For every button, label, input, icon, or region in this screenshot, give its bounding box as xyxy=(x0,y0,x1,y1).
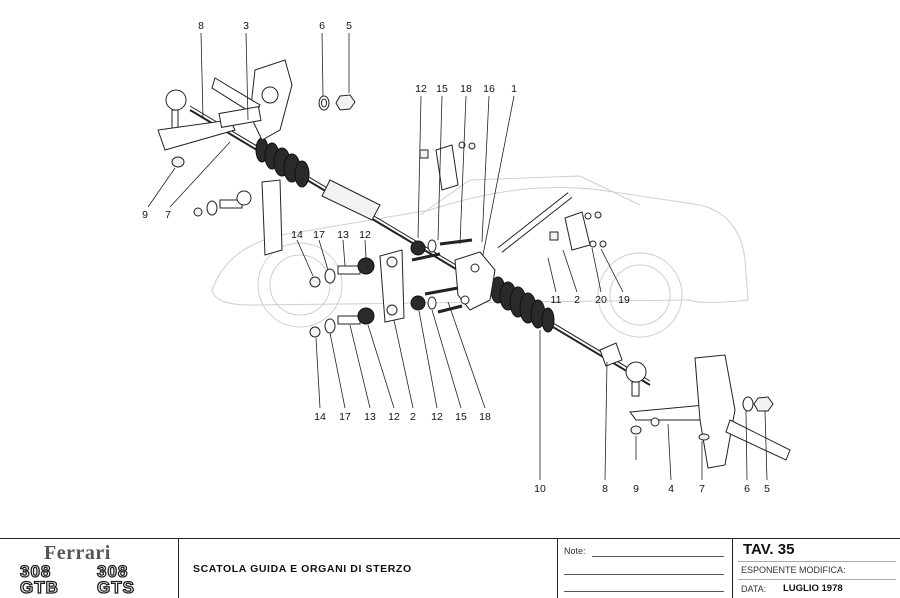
logo-cell: Ferrari 308 308 GTB GTS xyxy=(0,539,179,598)
steering-rack-assembly xyxy=(189,105,651,386)
notes-line xyxy=(564,574,724,575)
callouts-left-mid: 9 7 xyxy=(142,209,171,221)
exploded-parts-diagram: 8 3 6 5 12 15 18 16 1 9 7 14 17 13 12 11… xyxy=(142,20,791,495)
right-steering-knuckle xyxy=(694,354,791,469)
right-rack-boot xyxy=(490,276,555,333)
model-logo-gtb: GTB xyxy=(19,578,59,597)
plate-info-cell: TAV. 35 ESPONENTE MODIFICA: DATA: LUGLIO… xyxy=(733,539,900,598)
callout: 8 xyxy=(602,483,608,495)
callout: 2 xyxy=(410,411,416,423)
notes-label: Note: xyxy=(564,546,586,556)
callout: 12 xyxy=(359,229,371,241)
title-block: Ferrari 308 308 GTB GTS SCATOLA GUIDA E … xyxy=(0,538,900,598)
callout: 13 xyxy=(364,411,376,423)
callout: 15 xyxy=(455,411,467,423)
callout: 6 xyxy=(744,483,750,495)
model-logo-308: 308 xyxy=(19,562,52,581)
notes-line xyxy=(592,556,724,557)
callout: 18 xyxy=(479,411,491,423)
callout: 9 xyxy=(633,483,639,495)
leader-lines xyxy=(147,32,768,481)
left-tie-rod-end xyxy=(157,89,236,168)
callout: 1 xyxy=(511,83,517,95)
callouts-bottom-row: 14 17 13 12 2 12 15 18 xyxy=(314,411,491,423)
callout: 18 xyxy=(460,83,472,95)
title-cell: SCATOLA GUIDA E ORGANI DI STERZO xyxy=(179,539,558,598)
right-tie-rod-end xyxy=(599,342,647,435)
callout: 12 xyxy=(431,411,443,423)
lower-bushing-bolt-set xyxy=(309,307,375,338)
callout: 20 xyxy=(595,294,607,306)
callout: 16 xyxy=(483,83,495,95)
callout: 12 xyxy=(388,411,400,423)
left-rack-boot xyxy=(255,137,310,188)
upper-bushing-bolt-set xyxy=(309,257,375,288)
car-silhouette-background xyxy=(211,175,749,338)
callout: 15 xyxy=(436,83,448,95)
callout: 7 xyxy=(699,483,705,495)
document-title: SCATOLA GUIDA E ORGANI DI STERZO xyxy=(193,563,412,575)
model-logo-308: 308 xyxy=(96,562,129,581)
date-value: LUGLIO 1978 xyxy=(783,583,843,594)
top-washer-nut xyxy=(318,94,356,111)
callout: 9 xyxy=(142,209,148,221)
callout: 19 xyxy=(618,294,630,306)
notes-line xyxy=(564,591,724,592)
callout: 6 xyxy=(319,20,325,32)
callout: 13 xyxy=(337,229,349,241)
center-bushings xyxy=(410,238,473,314)
notes-cell: Note: xyxy=(558,539,733,598)
callouts-top-left: 8 3 6 5 xyxy=(198,20,352,32)
callout: 14 xyxy=(291,229,303,241)
pinion-shaft xyxy=(497,192,573,253)
callout: 12 xyxy=(415,83,427,95)
date-label: DATA: xyxy=(741,584,767,594)
callout: 8 xyxy=(198,20,204,32)
callout: 10 xyxy=(534,483,546,495)
callout: 17 xyxy=(313,229,325,241)
divider xyxy=(738,579,896,580)
center-mount-bracket xyxy=(379,249,405,323)
callouts-mid-row: 14 17 13 12 xyxy=(291,229,371,241)
divider xyxy=(738,561,896,562)
revision-label: ESPONENTE MODIFICA: xyxy=(741,565,846,575)
pinion-housing xyxy=(454,251,496,311)
callout: 14 xyxy=(314,411,326,423)
callout: 5 xyxy=(764,483,770,495)
callout: 17 xyxy=(339,411,351,423)
model-logo-gts: GTS xyxy=(96,578,135,597)
callouts-bottom-right: 10 8 9 4 7 6 5 xyxy=(534,483,770,495)
bolt-set xyxy=(193,190,252,217)
ferrari-logo: Ferrari xyxy=(44,542,111,564)
callout: 5 xyxy=(346,20,352,32)
callout: 2 xyxy=(574,294,580,306)
callouts-top-center: 12 15 18 16 1 xyxy=(415,83,517,95)
callout: 3 xyxy=(243,20,249,32)
callout: 11 xyxy=(551,294,562,306)
left-mount-bracket xyxy=(193,179,283,256)
callouts-right-mid: 11 2 20 19 xyxy=(551,294,630,306)
right-steering-arm xyxy=(629,404,711,427)
callout: 7 xyxy=(165,209,171,221)
callout: 4 xyxy=(668,483,674,495)
right-clamp xyxy=(549,211,607,251)
plate-number: TAV. 35 xyxy=(743,541,795,558)
